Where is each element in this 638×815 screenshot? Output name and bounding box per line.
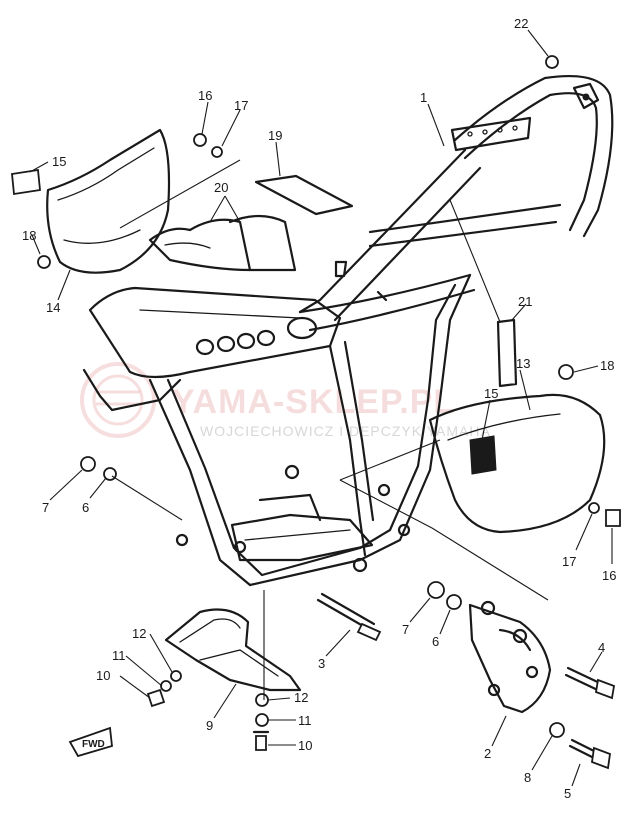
label-1: 1 xyxy=(420,90,427,105)
rubber-boot-20 xyxy=(148,214,297,272)
bracket-21 xyxy=(496,318,518,388)
fwd-arrow-icon: FWD xyxy=(68,726,113,758)
watermark-logo-icon xyxy=(80,362,156,438)
emblem-15-upper xyxy=(11,168,41,196)
label-16-upper: 16 xyxy=(198,88,212,103)
label-17-lower: 17 xyxy=(562,554,576,569)
left-side-cover-14 xyxy=(46,128,171,274)
bolt-3 xyxy=(316,592,382,642)
label-12-right: 12 xyxy=(294,690,308,705)
watermark: YAMA-SKLEP.PL WOJCIECHOWICZ I DEPCZYK YA… xyxy=(80,362,491,439)
label-20: 20 xyxy=(214,180,228,195)
label-19: 19 xyxy=(268,128,282,143)
bolt-4 xyxy=(564,666,616,700)
label-7-left: 7 xyxy=(42,500,49,515)
label-18-right: 18 xyxy=(600,358,614,373)
main-frame xyxy=(82,74,614,587)
assembly-lines xyxy=(111,159,549,700)
label-8: 8 xyxy=(524,770,531,785)
label-13: 13 xyxy=(516,356,530,371)
fasteners xyxy=(37,55,600,738)
label-2: 2 xyxy=(484,746,491,761)
label-15-upper: 15 xyxy=(52,154,66,169)
watermark-brand: YAMA-SKLEP.PL xyxy=(172,383,455,421)
label-6-left: 6 xyxy=(82,500,89,515)
label-11-right: 11 xyxy=(298,713,312,728)
label-4: 4 xyxy=(598,640,605,655)
label-16-lower: 16 xyxy=(602,568,616,583)
label-22: 22 xyxy=(514,16,528,31)
label-14: 14 xyxy=(46,300,60,315)
bolt-10-left xyxy=(146,688,166,708)
skid-plate-9 xyxy=(164,608,302,692)
bolt-16-right xyxy=(605,509,621,527)
watermark-subtitle: WOJCIECHOWICZ I DEPCZYK YAMAHA xyxy=(200,423,491,439)
fwd-label: FWD xyxy=(82,739,105,750)
right-side-cover-13 xyxy=(428,393,606,534)
label-15-lower: 15 xyxy=(484,386,498,401)
bolt-10-right xyxy=(252,730,270,751)
emblem-15-lower xyxy=(469,435,497,475)
label-17-upper: 17 xyxy=(234,98,248,113)
label-10-left: 10 xyxy=(96,668,110,683)
plate-19 xyxy=(254,174,354,216)
label-9: 9 xyxy=(206,718,213,733)
label-7-right: 7 xyxy=(402,622,409,637)
label-12-left: 12 xyxy=(132,626,146,641)
engine-bracket-2 xyxy=(468,600,552,714)
label-18-left: 18 xyxy=(22,228,36,243)
label-10-right: 10 xyxy=(298,738,312,753)
label-6-right: 6 xyxy=(432,634,439,649)
label-3: 3 xyxy=(318,656,325,671)
bolt-5 xyxy=(568,738,611,770)
label-21: 21 xyxy=(518,294,532,309)
leader-lines xyxy=(29,29,613,787)
part-labels: 1 2 3 4 5 6 6 7 7 8 9 10 10 11 11 12 12 … xyxy=(22,16,616,801)
label-5: 5 xyxy=(564,786,571,801)
label-11-left: 11 xyxy=(112,648,126,663)
